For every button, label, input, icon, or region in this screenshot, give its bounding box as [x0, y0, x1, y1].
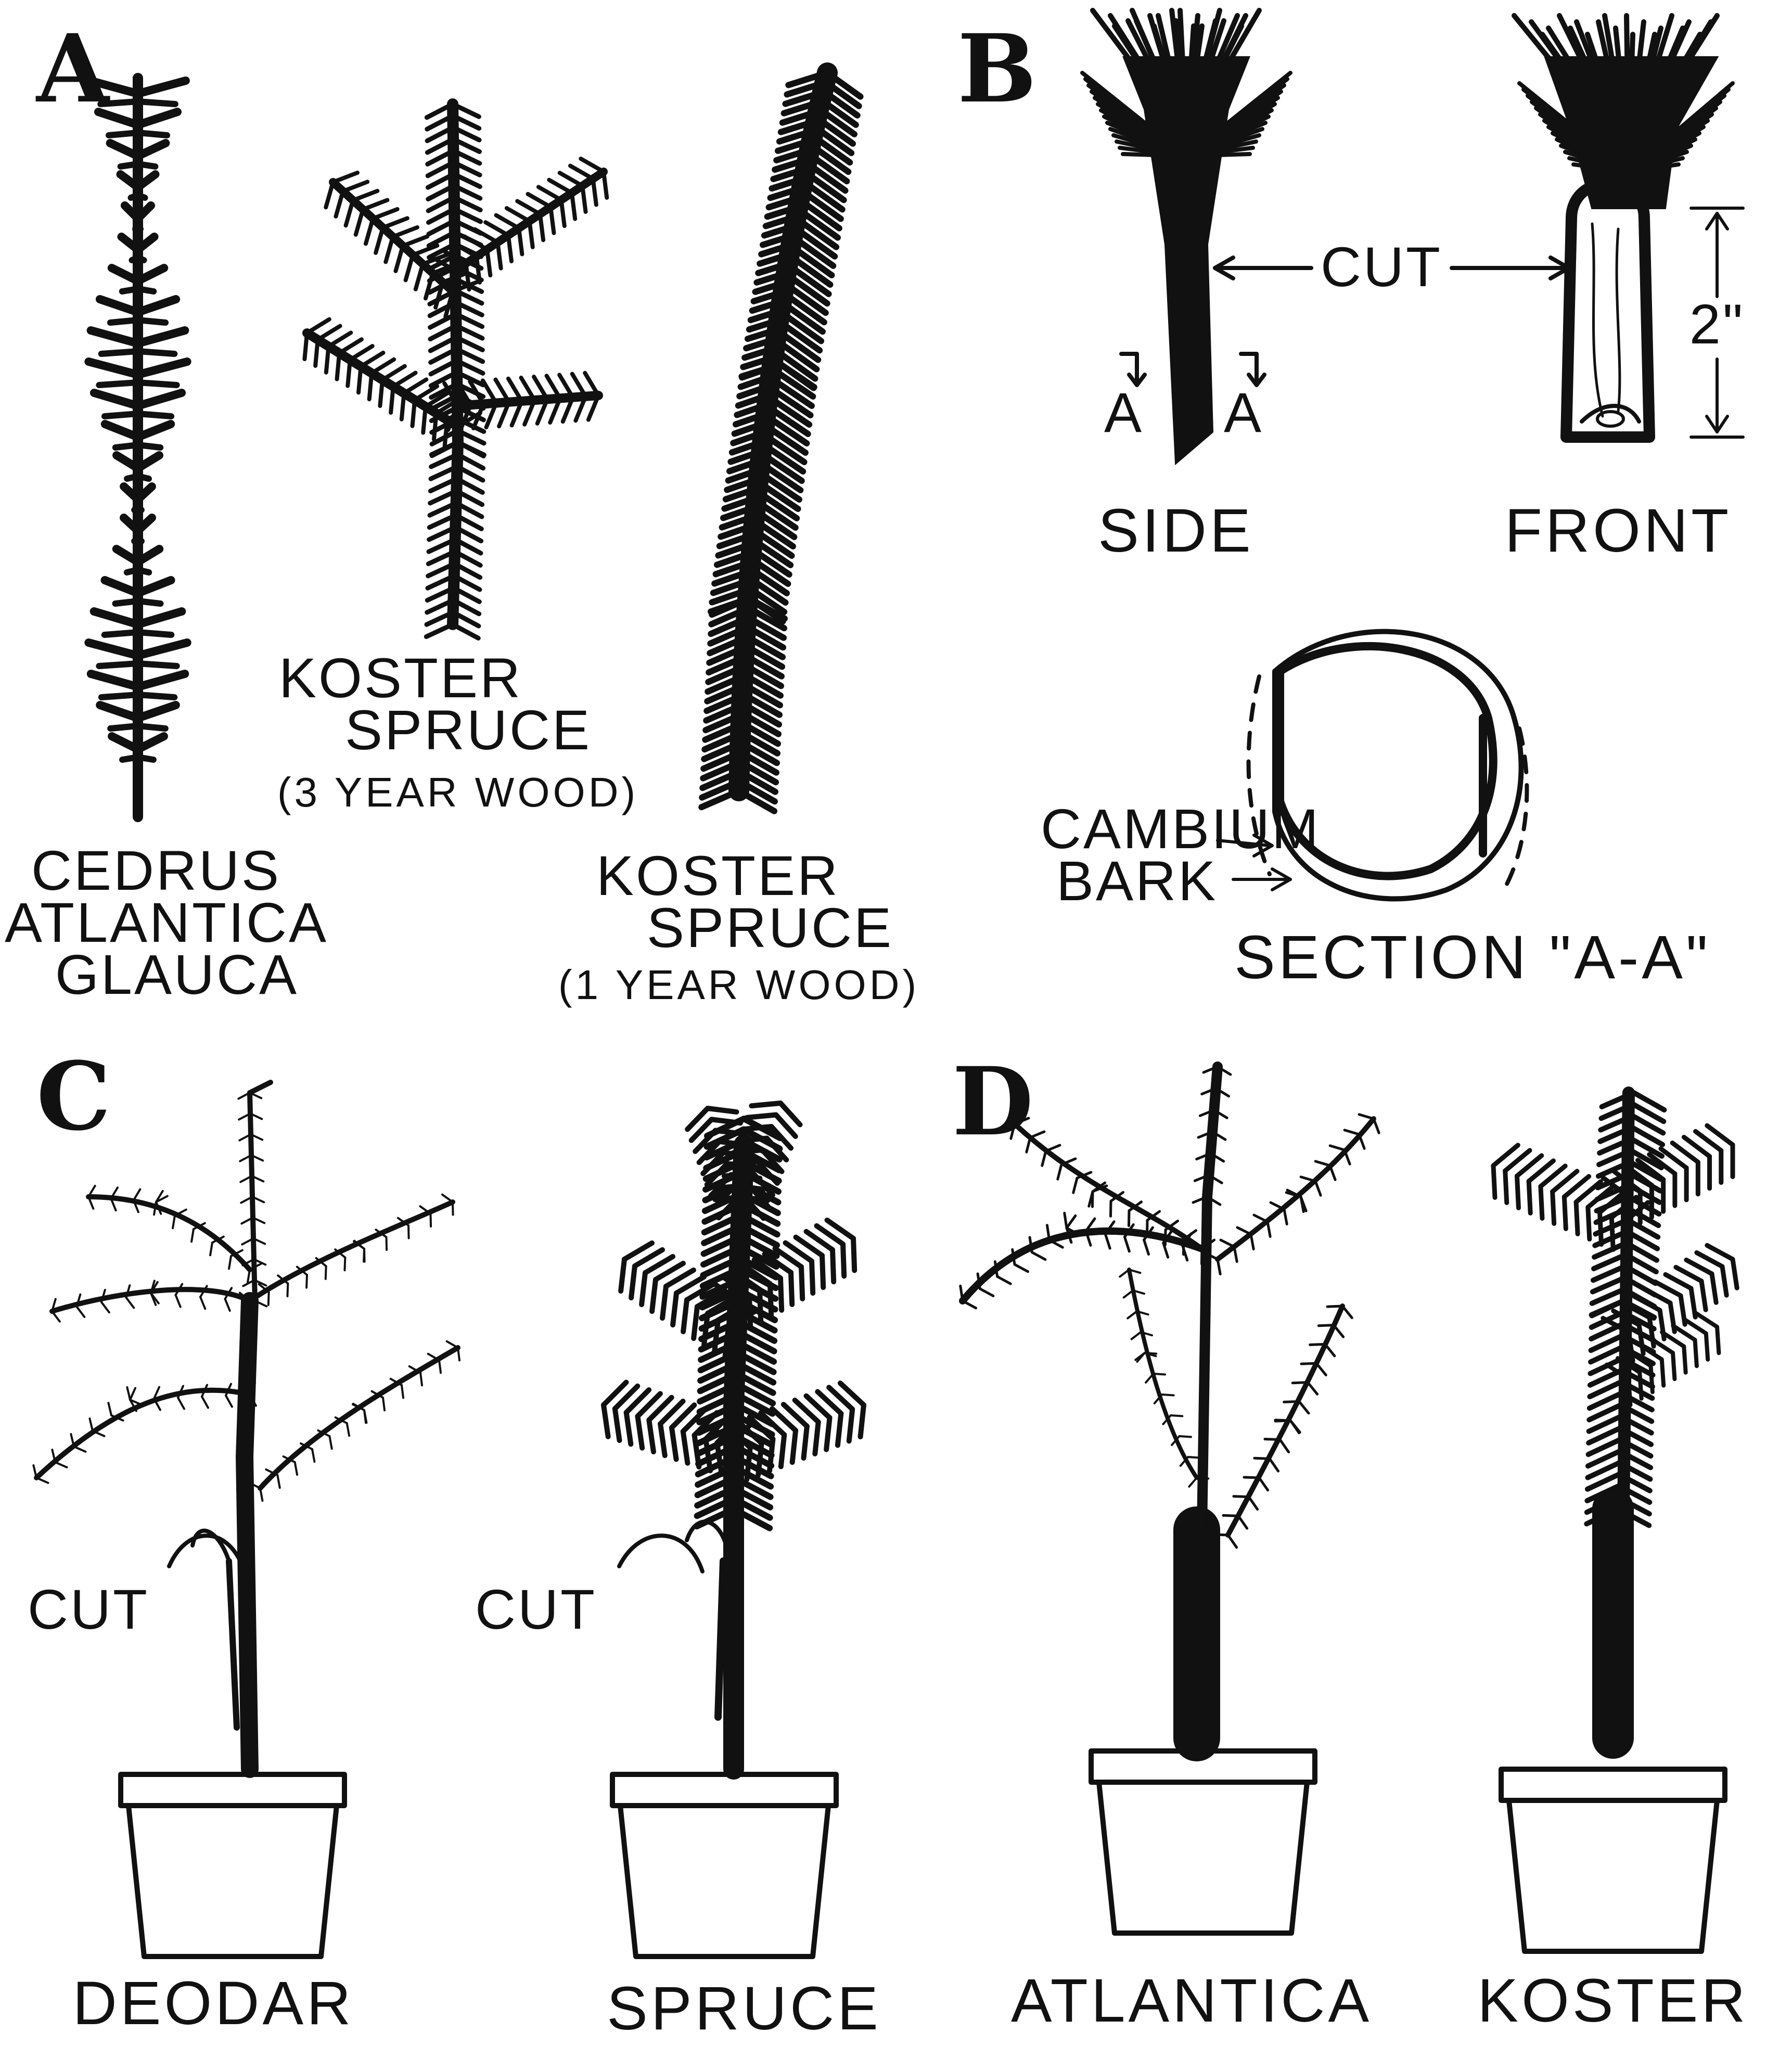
koster-1yr-label: KOSTER SPRUCE (1 YEAR WOOD): [558, 844, 919, 1008]
cut-pointer-c2: [619, 1536, 702, 1571]
spruce-plant: [604, 1103, 864, 1957]
panel-b: B A A CUT: [957, 10, 1745, 992]
panel-c: C CUT CUT DEODAR SPRUCE: [28, 1042, 881, 2043]
panel-b-letter: B: [957, 14, 1036, 124]
koster-3yr-label-line-3: (3 YEAR WOOD): [277, 769, 638, 815]
koster-spruce-1yr-sprig: [701, 73, 860, 811]
cut-pointer: CUT: [1215, 235, 1569, 298]
panel-d: D ATLANTICA KOSTER: [952, 1047, 1749, 2035]
koster-spruce-3yr-sprig: [304, 104, 607, 638]
panel-a-letter: A: [35, 14, 110, 124]
deodar-label: DEODAR: [73, 1969, 354, 2038]
bark-label: BARK: [1056, 849, 1218, 912]
panel-c-letter: C: [36, 1042, 111, 1152]
front-label: FRONT: [1505, 496, 1732, 565]
cut-label-c2: CUT: [475, 1578, 597, 1641]
scion-side-view: A A: [1082, 10, 1290, 463]
atlantica-plant: [961, 1067, 1379, 1933]
dimension-marker: 2": [1689, 208, 1745, 437]
cut-label-c1: CUT: [28, 1578, 149, 1641]
side-label: SIDE: [1098, 496, 1253, 565]
koster-label: KOSTER: [1477, 1966, 1748, 2035]
atlantica-label: ATLANTICA: [1011, 1966, 1372, 2035]
cut-pointer-c1: [169, 1536, 245, 1571]
koster-1yr-label-line-2: SPRUCE: [647, 896, 893, 959]
koster-3yr-label: KOSTER SPRUCE (3 YEAR WOOD): [277, 646, 638, 815]
section-marker-left: A: [1104, 381, 1144, 444]
koster-plant: [1493, 1093, 1737, 1951]
spruce-label: SPRUCE: [607, 1974, 881, 2043]
koster-1yr-label-line-3: (1 YEAR WOOD): [558, 962, 919, 1008]
scion-front-view: [1514, 16, 1733, 437]
cedrus-label-line-3: GLAUCA: [55, 943, 299, 1006]
section-label: SECTION "A-A": [1234, 923, 1711, 992]
cut-label-b: CUT: [1321, 235, 1442, 298]
section-marker-right: A: [1224, 381, 1263, 444]
deodar-plant: [33, 1082, 459, 1957]
dimension-label: 2": [1689, 292, 1745, 355]
cedrus-atlantica-sprig: [88, 78, 187, 817]
cedrus-label: CEDRUS ATLANTICA GLAUCA: [5, 839, 328, 1006]
panel-a: A CEDRUS ATLANTICA GLAUCA KOSTER SPR: [5, 14, 919, 1008]
panel-d-letter: D: [952, 1047, 1033, 1157]
koster-3yr-label-line-2: SPRUCE: [345, 698, 592, 761]
